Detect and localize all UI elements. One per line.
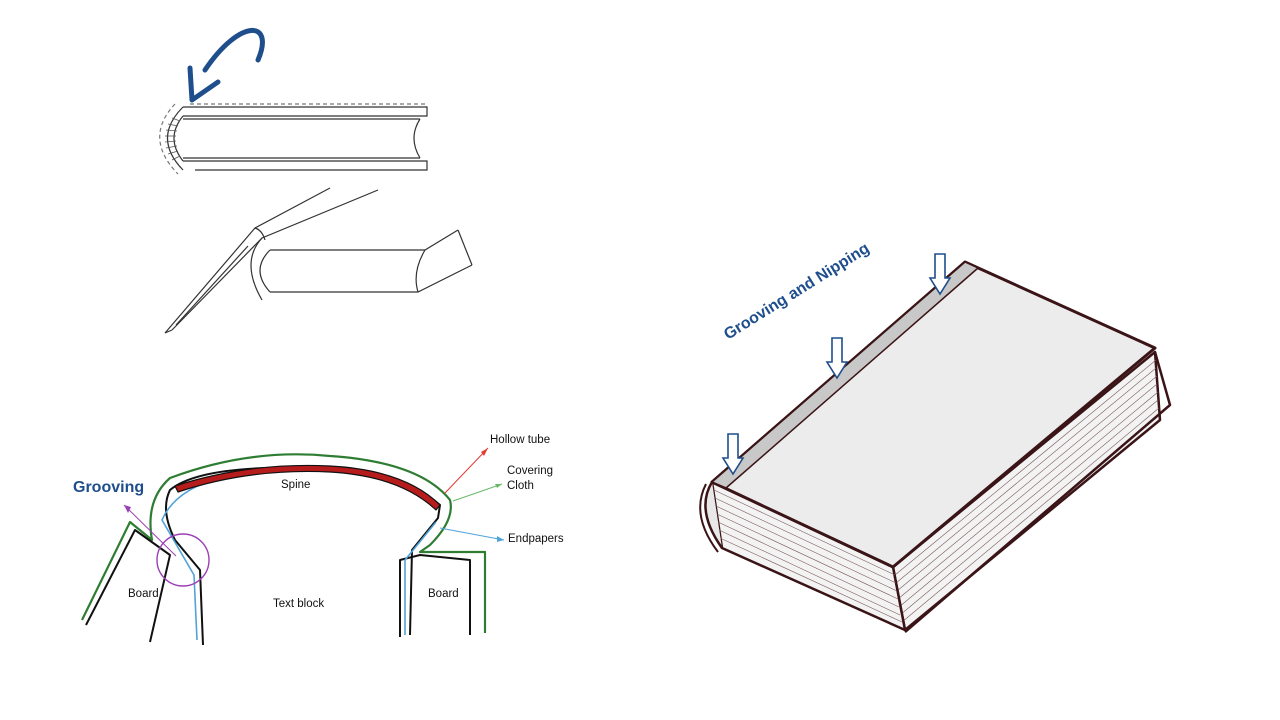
book-spine-end	[704, 481, 724, 549]
board-left-label: Board	[128, 588, 159, 600]
curved-arrow-icon	[187, 28, 265, 103]
right-board-outline	[399, 554, 471, 637]
text-block-label: Text block	[273, 598, 324, 610]
text-block-outline	[165, 466, 441, 646]
down-arrow-icon	[825, 337, 849, 380]
hollow-tube-label: Hollow tube	[490, 434, 550, 446]
grooving-label: Grooving	[73, 479, 144, 496]
down-arrow-icon	[721, 433, 745, 476]
grooving-cross-section	[81, 447, 505, 646]
cloth-label: Cloth	[507, 480, 534, 492]
closed-book-illustration	[699, 260, 1172, 633]
grooving-circle	[156, 533, 210, 587]
endpapers-label: Endpapers	[508, 533, 564, 545]
board-right-label: Board	[428, 588, 459, 600]
book-opening-sketch	[164, 187, 473, 334]
hollow-tube	[174, 464, 441, 511]
covering-label: Covering	[507, 465, 553, 477]
left-board-outline	[85, 529, 171, 643]
spine-label: Spine	[281, 479, 310, 491]
endpapers-outline	[161, 477, 437, 641]
grooving-and-nipping-label: Grooving and Nipping	[721, 240, 872, 343]
covering-cloth-outline	[81, 453, 487, 633]
book-cross-section-sketch	[159, 103, 428, 175]
book-groove-strip	[711, 261, 979, 489]
down-arrow-icon	[928, 253, 952, 296]
